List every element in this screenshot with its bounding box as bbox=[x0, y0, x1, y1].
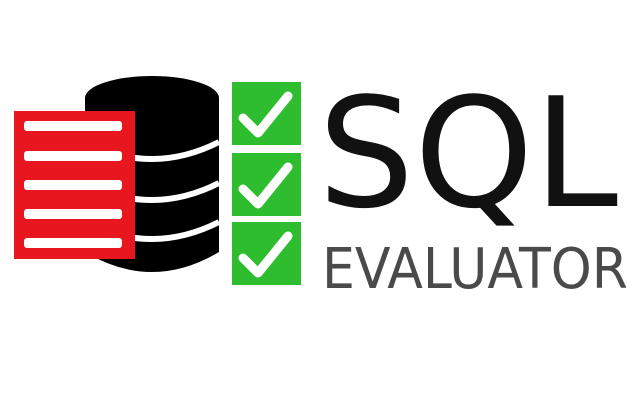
checklist bbox=[232, 82, 301, 285]
logo-title: SQL bbox=[318, 65, 618, 242]
document-line-2 bbox=[24, 151, 122, 161]
document-list-icon bbox=[14, 111, 135, 259]
check-mark-3 bbox=[238, 231, 293, 278]
document-line-4 bbox=[24, 209, 122, 219]
document-line-5 bbox=[24, 238, 122, 248]
database-top bbox=[85, 76, 219, 120]
check-box-1 bbox=[232, 82, 301, 145]
document-line-3 bbox=[24, 180, 122, 190]
logo-subtitle: EVALUATOR bbox=[322, 237, 628, 302]
check-box-2 bbox=[232, 153, 301, 216]
checkmark-icon bbox=[232, 153, 301, 216]
check-mark-1 bbox=[238, 91, 293, 138]
document-line-1 bbox=[24, 121, 122, 131]
checkmark-icon bbox=[232, 222, 301, 285]
check-mark-2 bbox=[238, 162, 293, 209]
check-box-3 bbox=[232, 222, 301, 285]
checkmark-icon bbox=[232, 82, 301, 145]
